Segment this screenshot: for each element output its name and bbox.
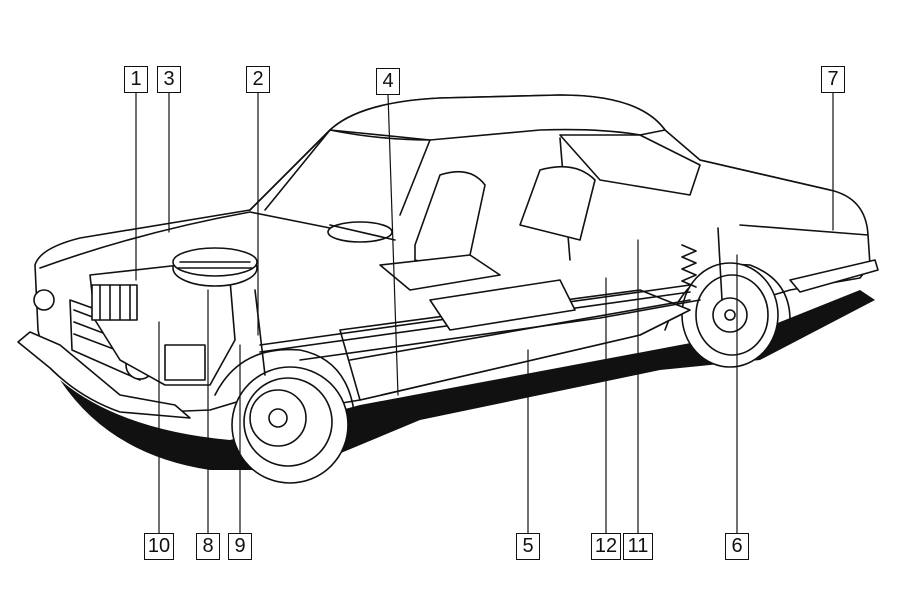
callout-9: 9 bbox=[228, 533, 252, 560]
front-strut bbox=[254, 289, 266, 376]
callout-7: 7 bbox=[821, 66, 845, 93]
leader-4 bbox=[387, 93, 399, 396]
windshield-frame bbox=[249, 129, 431, 216]
front-bumper bbox=[17, 331, 191, 419]
rear-shock bbox=[717, 227, 723, 301]
leader-lines bbox=[135, 91, 834, 534]
callout-11: 11 bbox=[623, 533, 653, 560]
battery bbox=[164, 344, 206, 381]
callout-12: 12 bbox=[591, 533, 621, 560]
a-pillar bbox=[264, 129, 331, 211]
steering-wheel bbox=[329, 224, 396, 241]
hood-line bbox=[39, 211, 331, 269]
trunk-lid bbox=[699, 159, 831, 191]
front-wheel-arch bbox=[214, 348, 356, 421]
rear-bumper bbox=[789, 259, 879, 293]
roof bbox=[329, 94, 666, 141]
callout-2: 2 bbox=[246, 66, 270, 93]
exhaust bbox=[299, 299, 701, 361]
callout-6: 6 bbox=[725, 533, 749, 560]
headlight-outer bbox=[33, 289, 55, 311]
rear-spring bbox=[681, 244, 697, 288]
callout-1: 1 bbox=[124, 66, 148, 93]
callout-3: 3 bbox=[157, 66, 181, 93]
callout-10: 10 bbox=[144, 533, 174, 560]
rear-window-frame bbox=[559, 134, 701, 196]
trunk-edge bbox=[739, 224, 869, 236]
front-seat-cushion bbox=[379, 254, 501, 291]
callout-8: 8 bbox=[196, 533, 220, 560]
rear-seat bbox=[519, 165, 596, 241]
callout-4: 4 bbox=[376, 68, 400, 95]
rear-seat-cushion bbox=[429, 279, 576, 331]
callout-5: 5 bbox=[516, 533, 540, 560]
